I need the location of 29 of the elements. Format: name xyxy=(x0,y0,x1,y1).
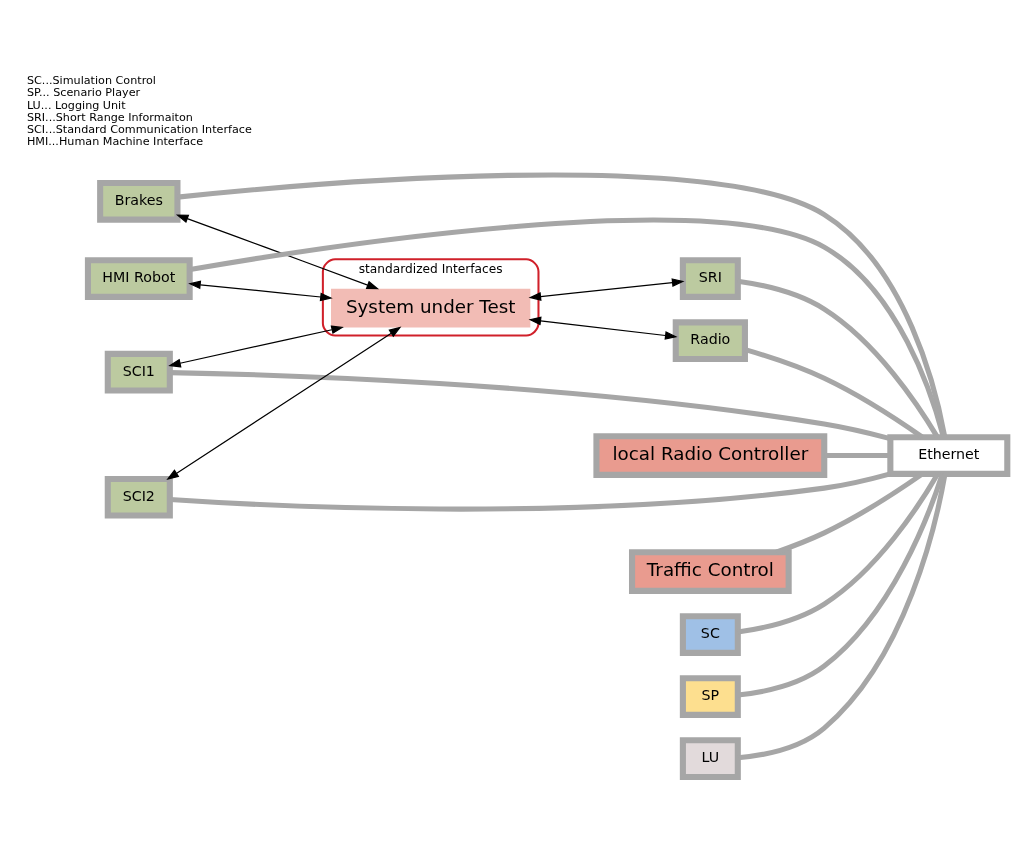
label: SCI...Standard Communication Interface xyxy=(26,122,252,136)
label: SC...Simulation Control xyxy=(26,74,156,88)
label: SP... Scenario Player xyxy=(26,86,141,100)
node-box: Radio xyxy=(672,319,748,362)
node-box: LU xyxy=(679,737,741,780)
node-box: System under Test xyxy=(331,288,531,328)
connector xyxy=(169,471,891,512)
node-box: SP xyxy=(679,675,741,718)
node-box: Brakes xyxy=(97,179,181,223)
node-box: SC xyxy=(679,613,741,656)
node-box: Traffic Control xyxy=(629,549,792,594)
arrow xyxy=(166,326,402,480)
node-box: local Radio Controller xyxy=(593,433,828,478)
label: HMI...Human Machine Interface xyxy=(26,135,204,149)
arrow xyxy=(528,316,678,340)
connector xyxy=(824,453,891,459)
connector xyxy=(170,370,891,442)
arrow xyxy=(528,278,685,301)
connector xyxy=(177,172,948,438)
arrow xyxy=(168,325,344,368)
arrow xyxy=(188,280,333,302)
label: LU... Logging Unit xyxy=(26,98,126,112)
node-box: SRI xyxy=(679,257,741,300)
node-box: Ethernet xyxy=(887,434,1011,477)
label: SRI...Short Range Informaiton xyxy=(26,110,193,124)
node-box: SCI2 xyxy=(104,475,173,519)
node-box: SCI1 xyxy=(104,350,173,394)
node-box: HMI Robot xyxy=(84,257,193,300)
arrow xyxy=(175,214,380,290)
